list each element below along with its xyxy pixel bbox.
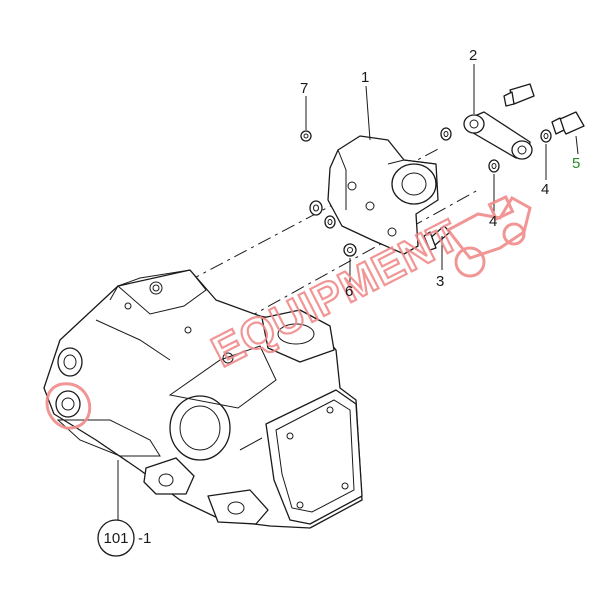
- callout-4-upper: 4: [541, 181, 549, 198]
- callout-7: 7: [300, 80, 308, 97]
- washer-part-7: [300, 130, 312, 142]
- reference-101: 101 -1: [97, 519, 151, 557]
- washer-small-upper: [440, 127, 452, 141]
- reference-101-number: 101: [103, 530, 128, 547]
- callout-4-lower: 4: [489, 213, 497, 230]
- link-arm-part-2: [463, 111, 533, 160]
- tractor-icon: [445, 194, 532, 278]
- callout-labels: 1 2 7 4 4 5 3 6: [300, 47, 580, 300]
- bracket-part-1: [327, 135, 439, 255]
- washer-part-6: [343, 243, 357, 257]
- callout-2: 2: [469, 47, 477, 64]
- leader-lines: [117, 64, 579, 522]
- callout-6: 6: [345, 283, 353, 300]
- washer-left: [309, 200, 336, 229]
- housing-assembly: [43, 269, 363, 529]
- bolt-part-5: [551, 111, 585, 135]
- callout-5: 5: [572, 155, 580, 172]
- reference-101-suffix: -1: [138, 530, 151, 547]
- bolt-upper: [503, 83, 535, 107]
- callout-3: 3: [436, 273, 444, 290]
- callout-1: 1: [361, 69, 369, 86]
- washer-part-4-lower: [488, 159, 500, 173]
- washer-part-4-upper: [540, 129, 552, 143]
